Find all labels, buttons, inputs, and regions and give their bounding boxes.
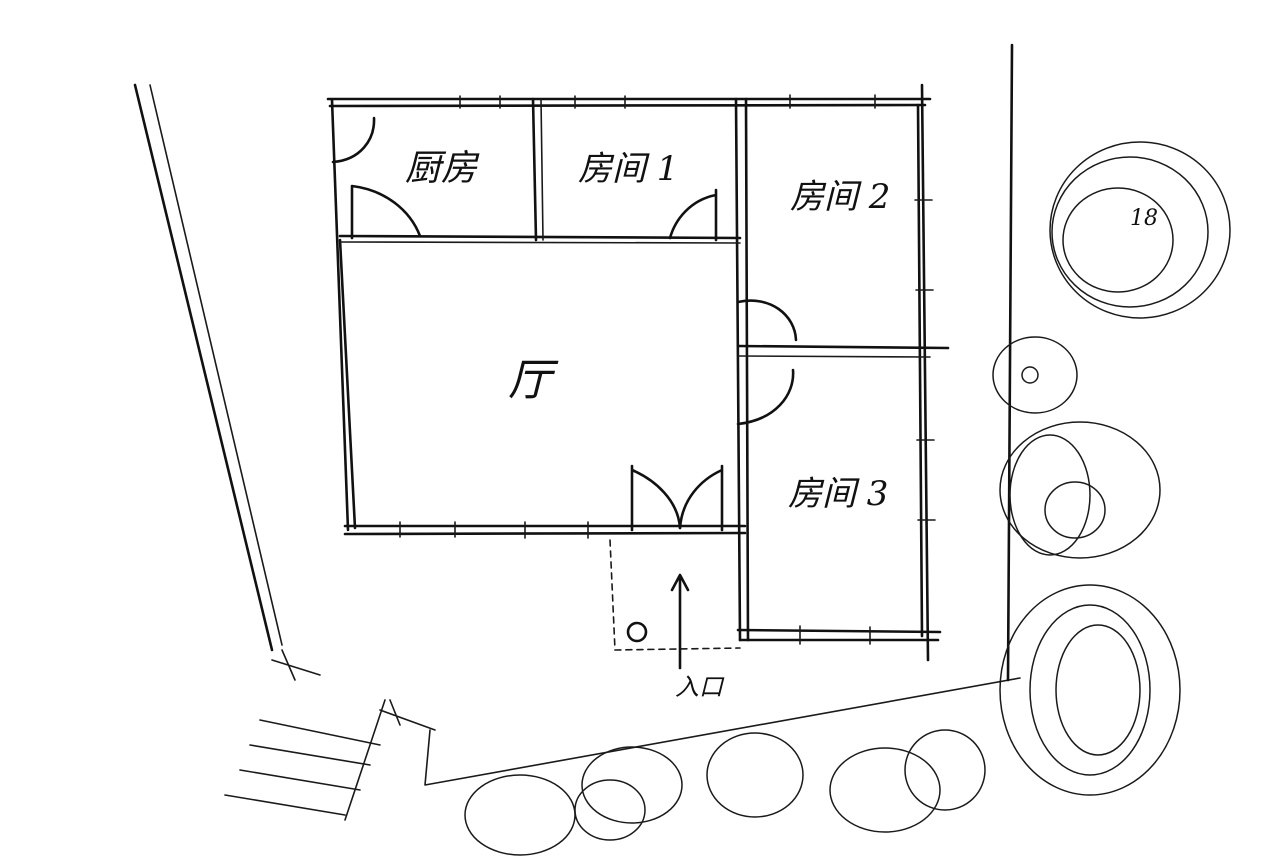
gate-right — [379, 699, 436, 731]
door-main-right — [678, 464, 724, 532]
door-room1 — [668, 188, 718, 242]
site-boundary-left-inner — [149, 84, 283, 646]
window-top-1 — [459, 95, 501, 109]
door-kitchen-exterior — [331, 116, 376, 164]
shrub-row — [464, 729, 986, 856]
wall-kitchen-room1 — [531, 97, 538, 242]
label-kitchen: 厨房 — [405, 148, 480, 189]
wall-room2-room3 — [736, 344, 950, 350]
entrance-porch — [609, 539, 741, 670]
tree-medium-1 — [999, 421, 1161, 559]
site-boundary-left — [133, 83, 274, 652]
tree-medium-2 — [999, 584, 1181, 796]
wall-left — [330, 98, 350, 532]
label-room2: 房间 2 — [790, 177, 890, 217]
building-walls — [326, 83, 950, 662]
site-boundary-right — [1006, 43, 1014, 682]
label-hall: 厅 — [508, 355, 559, 406]
porch-column — [626, 621, 648, 643]
label-room1: 房间 1 — [578, 149, 678, 189]
wall-room2-room3-inner — [737, 355, 931, 358]
window-top-2 — [574, 95, 626, 109]
wall-central — [734, 97, 742, 642]
porch-outline — [609, 539, 741, 651]
window-hall-bottom — [399, 521, 589, 539]
label-entrance: 入口 — [675, 673, 725, 701]
trees: 18 — [464, 141, 1231, 856]
wall-hall-bottom-inner — [343, 531, 747, 536]
tree-small-1 — [992, 336, 1078, 414]
door-kitchen-hall — [350, 184, 422, 240]
wall-kitchen-room1-inner — [540, 98, 544, 241]
room-labels: 厨房 房间 1 房间 2 厅 房间 3 入口 — [405, 148, 890, 701]
window-right — [914, 199, 936, 521]
wall-kitchen-bottom-inner — [339, 241, 741, 244]
wall-left-inner — [338, 238, 357, 530]
wall-room3-bottom — [736, 628, 942, 634]
window-room3-bottom — [799, 625, 871, 645]
door-main-left — [630, 464, 682, 532]
gate-left — [271, 649, 321, 681]
wall-right — [920, 83, 930, 662]
wall-top-inner — [328, 103, 927, 108]
tree-label: 18 — [1130, 206, 1158, 231]
site-path — [424, 677, 1021, 786]
wall-right-inner — [916, 103, 924, 638]
window-top-3 — [789, 94, 876, 109]
entrance-arrow — [670, 573, 690, 670]
steps — [224, 699, 386, 821]
label-room3: 房间 3 — [788, 474, 888, 514]
site-elements — [133, 43, 1021, 821]
tree-large: 18 — [1049, 141, 1231, 319]
doors — [331, 116, 798, 532]
wall-kitchen-bottom — [338, 234, 742, 240]
wall-central-inner — [744, 97, 750, 642]
door-room2 — [736, 299, 798, 342]
door-room3 — [736, 368, 795, 426]
